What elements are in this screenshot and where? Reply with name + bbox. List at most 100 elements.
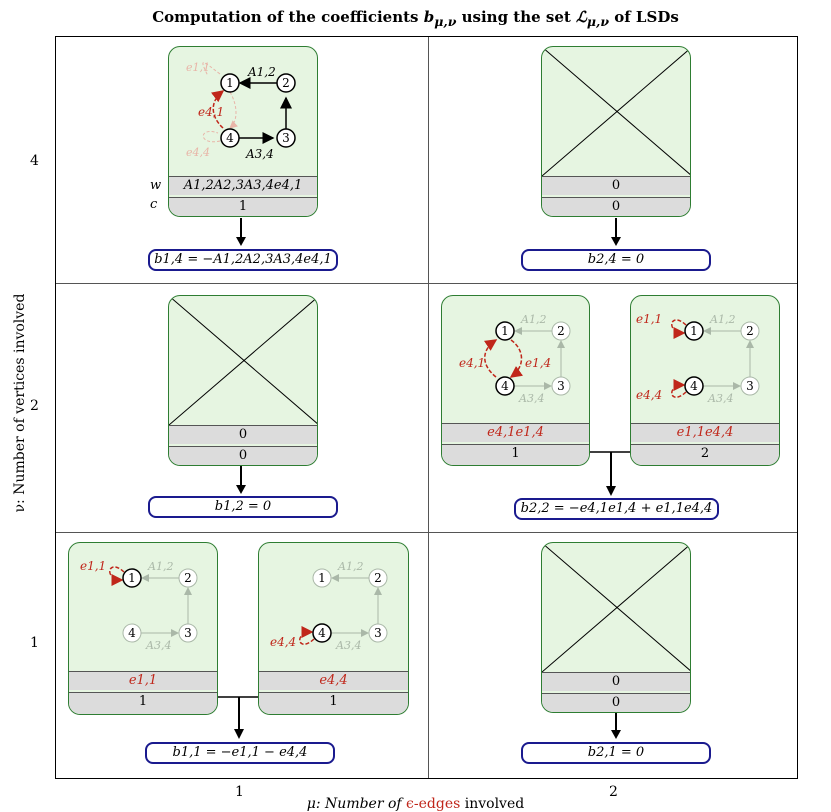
node-4 bbox=[312, 623, 332, 643]
count-row: 1 bbox=[442, 444, 589, 465]
cross-mark bbox=[169, 296, 317, 426]
weight-row: e4,4 bbox=[259, 671, 408, 690]
weight-row: e4,1e1,4 bbox=[442, 423, 589, 442]
edge-label: e4,1 bbox=[198, 105, 224, 119]
count-row: 0 bbox=[169, 446, 317, 465]
edge-label: e1,1 bbox=[80, 559, 106, 573]
node-label: 2 bbox=[374, 571, 382, 585]
down-arrow bbox=[236, 466, 246, 494]
node-label: 2 bbox=[746, 324, 754, 338]
edge-label: e4,1 bbox=[459, 356, 485, 370]
x-tick-2: 2 bbox=[609, 784, 618, 800]
result-b22: b2,2 = −e4,1e1,4 + e1,1e4,4 bbox=[514, 498, 719, 520]
node-2 bbox=[740, 321, 760, 341]
edge-label: e1,1 bbox=[636, 312, 662, 326]
edge-label: A3,4 bbox=[245, 147, 274, 161]
node-3 bbox=[551, 376, 571, 396]
count-row: 1 bbox=[259, 692, 408, 714]
count-row: 1 bbox=[169, 197, 317, 216]
node-label: 3 bbox=[557, 379, 565, 393]
count-row: 0 bbox=[542, 197, 690, 216]
edge-label: A1,2 bbox=[147, 560, 173, 573]
edge-label: A1,2 bbox=[709, 313, 735, 326]
down-arrow bbox=[611, 218, 621, 246]
edge-label: e4,4 bbox=[186, 146, 210, 159]
column-divider bbox=[428, 37, 429, 778]
lsd-card-box: 0 0 bbox=[541, 46, 691, 217]
lsd-card-box: 0 0 bbox=[168, 295, 318, 466]
weight-row: 0 bbox=[542, 176, 690, 195]
edge-label: A3,4 bbox=[707, 392, 733, 405]
down-arrow bbox=[611, 713, 621, 739]
y-tick-1: 1 bbox=[30, 635, 39, 651]
row-divider bbox=[56, 283, 797, 284]
node-4 bbox=[220, 128, 240, 148]
coefficient-grid bbox=[55, 36, 798, 779]
weight-row: 0 bbox=[542, 672, 690, 691]
result-b24: b2,4 = 0 bbox=[521, 249, 711, 271]
c-label: c bbox=[150, 197, 158, 212]
loop-e11 bbox=[109, 566, 125, 586]
edge-label: e1,4 bbox=[525, 356, 551, 370]
edge-e41 bbox=[483, 339, 498, 378]
e44-loop bbox=[202, 131, 221, 143]
node-label: 3 bbox=[282, 131, 290, 145]
node-2 bbox=[551, 321, 571, 341]
node-3 bbox=[740, 376, 760, 396]
y-tick-4: 4 bbox=[30, 153, 39, 169]
node-label: 1 bbox=[690, 324, 698, 338]
node-label: 3 bbox=[746, 379, 754, 393]
edge-e14 bbox=[509, 339, 524, 378]
graph-diagram: 1 2 3 4 e1,1 A1,2 A3,4 bbox=[80, 559, 198, 652]
edge-label: A3,4 bbox=[335, 639, 361, 652]
down-arrow bbox=[236, 218, 246, 246]
y-axis-label: ν: Number of vertices involved bbox=[12, 293, 28, 513]
lsd-card-box: 0 0 bbox=[541, 542, 691, 713]
graph-diagram: 1 2 3 4 A1,2 A3,4 e4,1 e1,1 e4,4 bbox=[186, 61, 296, 161]
result-b11: b1,1 = −e1,1 − e4,4 bbox=[145, 742, 335, 764]
loop-e44 bbox=[671, 379, 687, 398]
result-b21: b2,1 = 0 bbox=[521, 742, 711, 764]
cross-mark bbox=[542, 47, 690, 177]
node-4 bbox=[495, 376, 515, 396]
figure-title: Computation of the coefficients bμ,ν usi… bbox=[152, 8, 679, 29]
x-tick-1: 1 bbox=[235, 784, 244, 800]
loop-e11 bbox=[671, 319, 687, 339]
edge-label: A1,2 bbox=[337, 560, 363, 573]
node-1 bbox=[220, 73, 240, 93]
edge-label: A1,2 bbox=[247, 65, 276, 79]
count-row: 1 bbox=[69, 692, 217, 714]
node-1 bbox=[495, 321, 515, 341]
node-2 bbox=[178, 568, 198, 588]
node-label: 1 bbox=[128, 571, 136, 585]
graph-diagram: 1 2 3 4 e1,1 e4,4 A1,2 A3,4 bbox=[636, 312, 760, 405]
merge-arrow bbox=[590, 451, 630, 496]
node-label: 2 bbox=[557, 324, 565, 338]
edge-label: A3,4 bbox=[145, 639, 171, 652]
node-label: 4 bbox=[128, 626, 136, 640]
weight-row: A1,2A2,3A3,4e4,1 bbox=[169, 176, 317, 195]
node-2 bbox=[276, 73, 296, 93]
node-label: 3 bbox=[374, 626, 382, 640]
edge-label: e4,4 bbox=[270, 635, 296, 649]
edge-e41 bbox=[211, 90, 225, 129]
node-label: 4 bbox=[690, 379, 698, 393]
e14-edge bbox=[229, 91, 238, 129]
result-b12: b1,2 = 0 bbox=[148, 496, 338, 518]
node-1 bbox=[312, 568, 332, 588]
edge-label: e4,4 bbox=[636, 388, 662, 402]
y-tick-2: 2 bbox=[30, 398, 39, 414]
node-label: 4 bbox=[226, 131, 234, 145]
weight-row: e1,1e4,4 bbox=[631, 423, 779, 442]
node-1 bbox=[122, 568, 142, 588]
cross-mark bbox=[542, 543, 690, 673]
result-b14: b1,4 = −A1,2A2,3A3,4e4,1 bbox=[148, 249, 338, 271]
edge-label: A1,2 bbox=[520, 313, 546, 326]
node-label: 2 bbox=[282, 76, 290, 90]
graph-diagram: 1 2 3 4 e4,4 A1,2 A3,4 bbox=[270, 560, 388, 652]
edge-label: e1,1 bbox=[186, 61, 210, 74]
node-label: 3 bbox=[184, 626, 192, 640]
edge-label: A3,4 bbox=[518, 392, 544, 405]
node-label: 4 bbox=[501, 379, 509, 393]
graph-diagram: 1 2 3 4 e4,1 e1,4 A1,2 A3,4 bbox=[459, 313, 571, 405]
